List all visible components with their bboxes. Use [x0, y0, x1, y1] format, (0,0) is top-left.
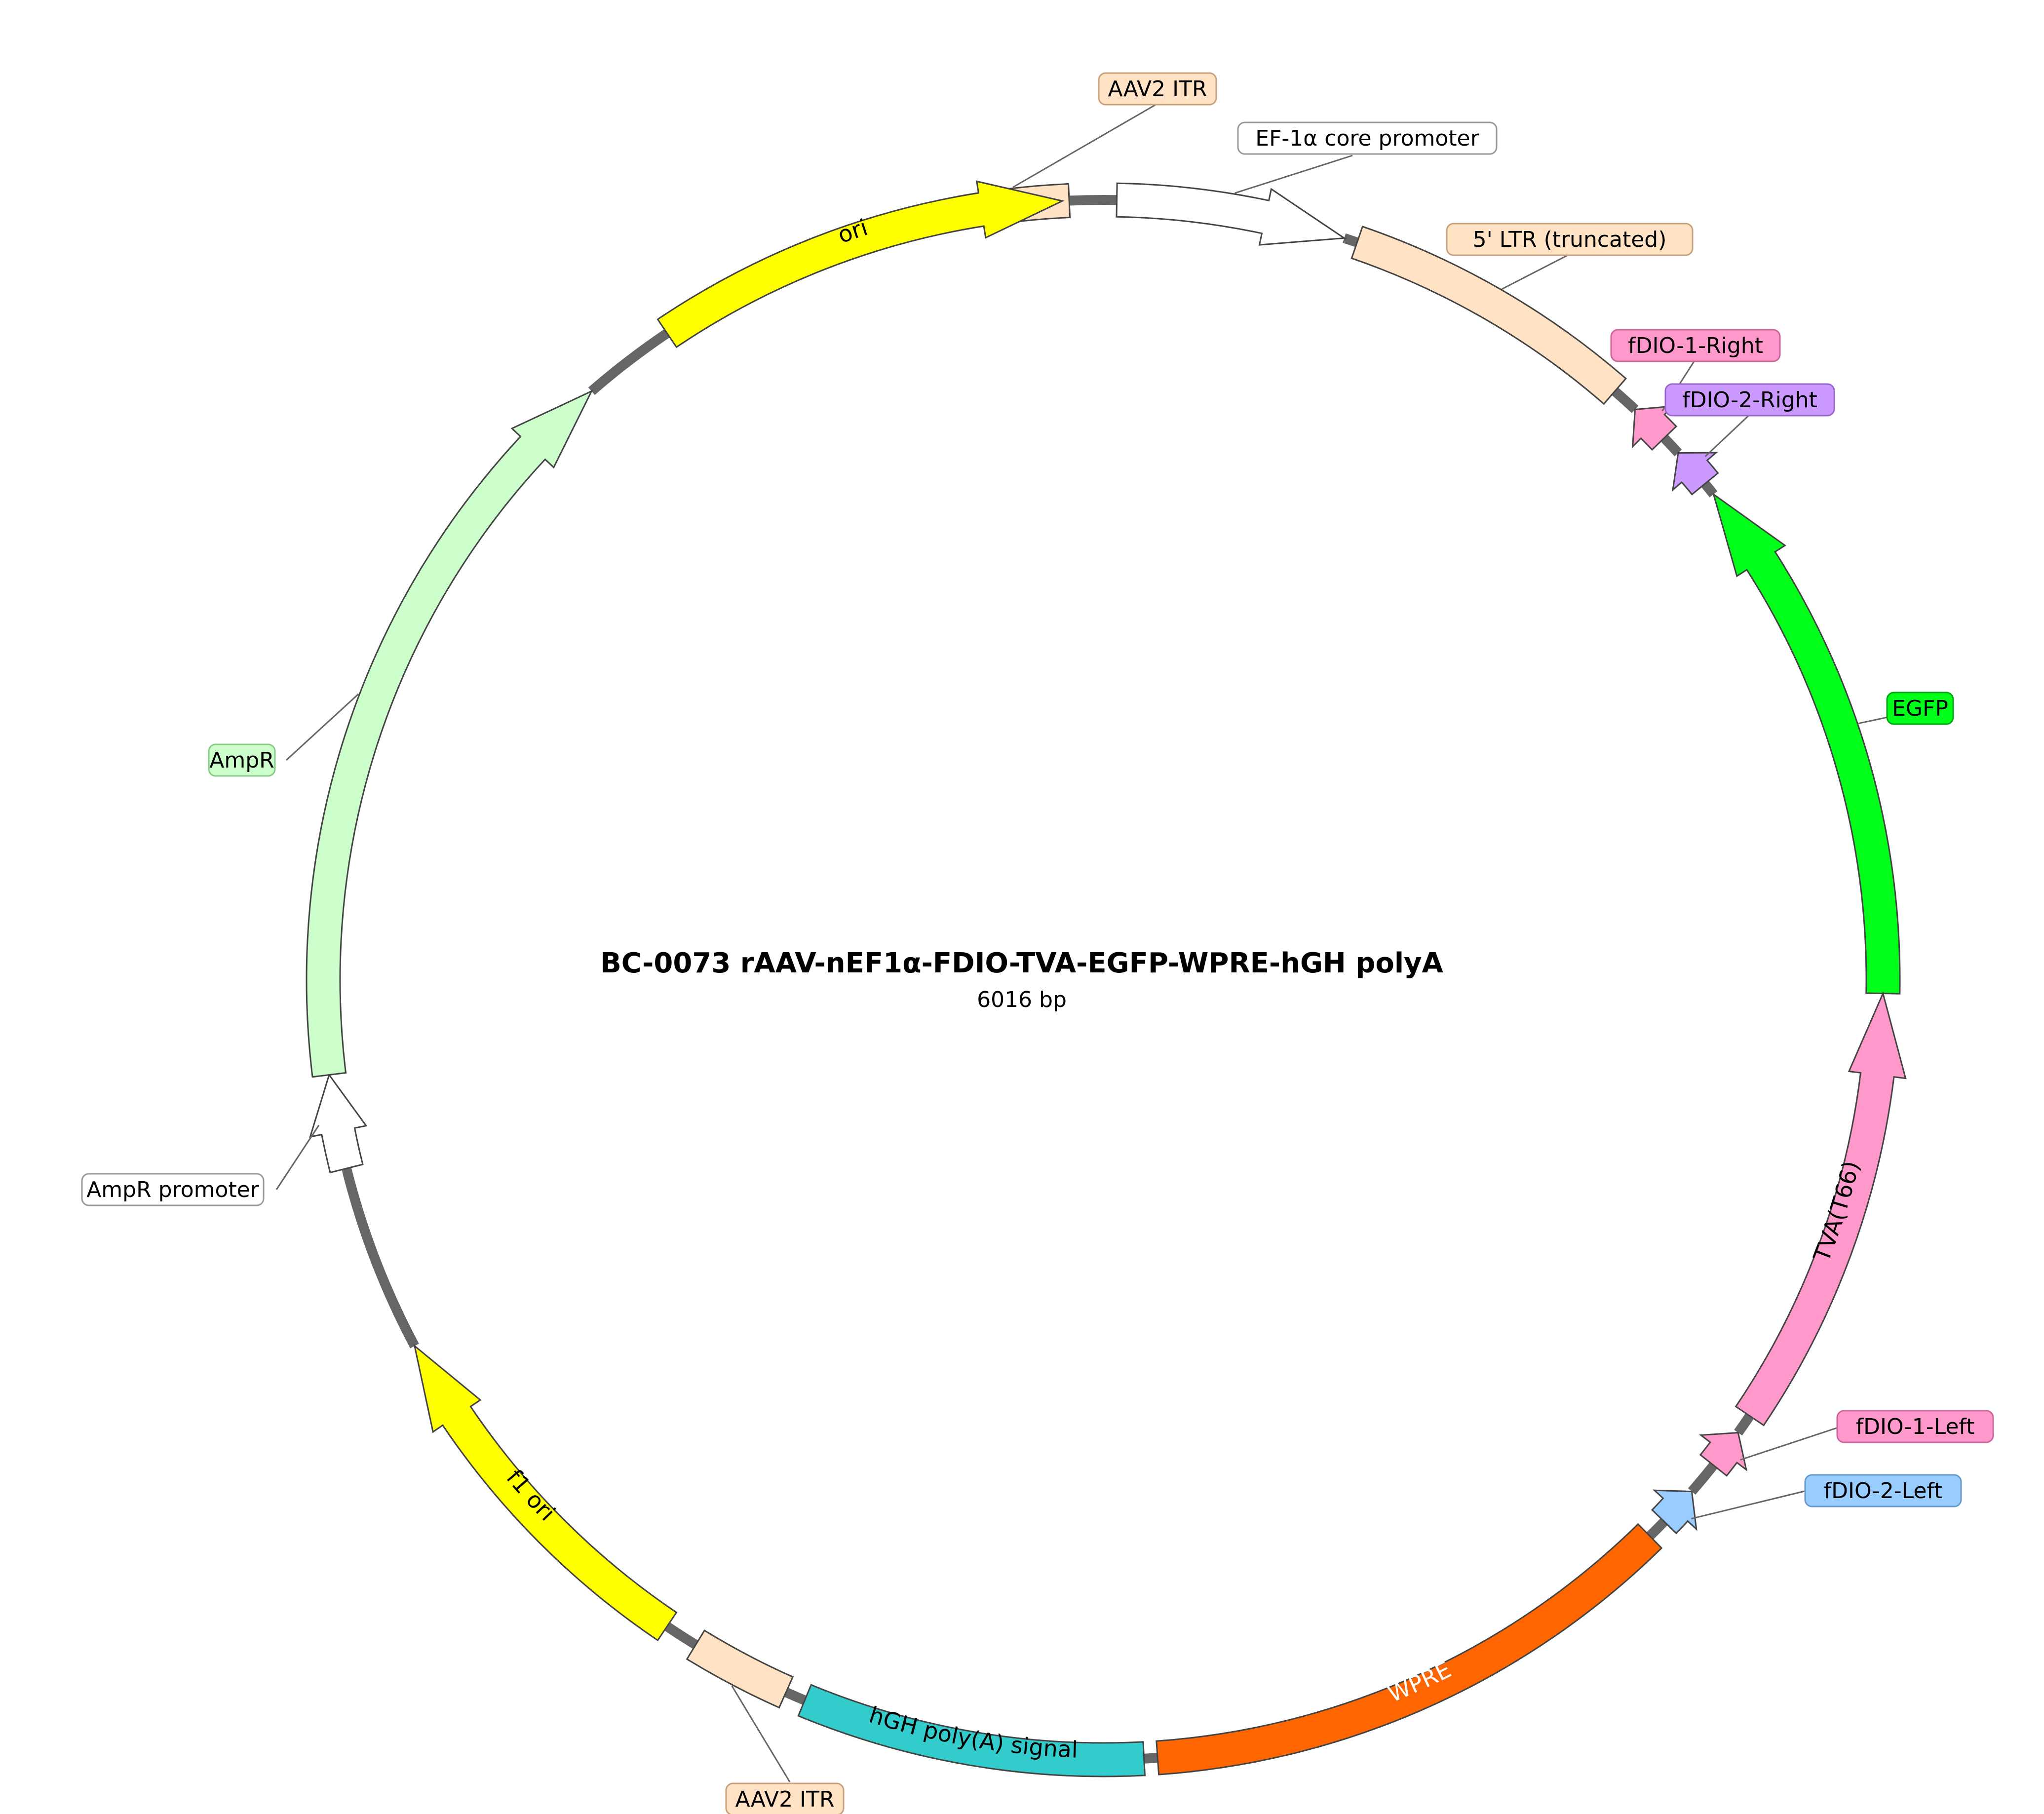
callout-box [1098, 72, 1217, 106]
callout-aav2-itr-top[interactable]: AAV2 ITR [1098, 72, 1217, 106]
callout-ampr-promoter[interactable]: AmpR promoter [81, 1173, 265, 1206]
callout-box [1446, 223, 1694, 256]
backbone-segment [342, 1167, 419, 1349]
callout-label: 5' LTR (truncated) [1473, 227, 1667, 252]
callout-fdio-1-right[interactable]: fDIO-1-Right [1610, 329, 1781, 362]
feature-fdio-1-left[interactable] [1698, 1431, 1748, 1477]
callout-label: AAV2 ITR [735, 1787, 834, 1812]
callout-leader [731, 1685, 791, 1782]
callout-egfp[interactable]: EGFP [1886, 692, 1954, 725]
callout-leader [1740, 1426, 1842, 1461]
callout-box [81, 1173, 265, 1206]
callout-leader [275, 1124, 320, 1190]
feature-tva-t66[interactable] [1735, 991, 1907, 1427]
callout-leader [285, 693, 359, 761]
callout-fdio-2-right[interactable]: fDIO-2-Right [1664, 383, 1835, 417]
callout-leader [1234, 154, 1353, 194]
callout-5-ltr-truncated[interactable]: 5' LTR (truncated) [1446, 223, 1694, 256]
feature-wpre[interactable] [1156, 1523, 1663, 1775]
callout-leader [1012, 103, 1158, 188]
feature-callouts: AAV2 ITR EF-1α core promoter 5' LTR (trunc… [81, 72, 1994, 1814]
callout-leader [1704, 411, 1753, 457]
callout-ampr[interactable]: AmpR [208, 743, 276, 777]
callout-box [1610, 329, 1781, 362]
backbone-segment [664, 1622, 698, 1649]
backbone-segment [1734, 1413, 1754, 1436]
feature-egfp[interactable] [1712, 492, 1901, 995]
backbone-segment [1660, 434, 1682, 457]
plasmid-size: 6016 bp [977, 987, 1067, 1012]
callout-label: EGFP [1892, 696, 1948, 721]
feature-5-ltr-truncated[interactable] [1350, 226, 1627, 405]
callout-aav2-itr-bottom[interactable]: AAV2 ITR [725, 1782, 845, 1814]
callout-label: EF-1α core promoter [1255, 126, 1479, 151]
feature-fdio-2-right[interactable] [1671, 452, 1719, 496]
callout-label: fDIO-1-Left [1856, 1414, 1975, 1439]
plasmid-title: BC-0073 rAAV-nEF1α-FDIO-TVA-EGFP-WPRE-hG… [600, 947, 1443, 979]
callout-ef1a-core-promoter[interactable]: EF-1α core promoter [1237, 121, 1498, 155]
callout-box [1886, 692, 1954, 725]
callout-leader [1502, 253, 1570, 290]
callout-fdio-1-left[interactable]: fDIO-1-Left [1836, 1410, 1994, 1443]
backbone-segment [588, 329, 670, 395]
callout-box [1237, 121, 1498, 155]
feature-ori[interactable] [656, 180, 1065, 348]
callout-box [1664, 383, 1835, 417]
backbone-segment [784, 1688, 807, 1705]
callout-label: AmpR promoter [86, 1177, 260, 1202]
backbone-segment [1688, 1462, 1718, 1495]
callout-box [725, 1782, 845, 1814]
feature-hgh-polya-signal[interactable] [797, 1684, 1146, 1777]
feature-fdio-2-left[interactable] [1651, 1489, 1697, 1535]
backbone-segment [1069, 194, 1117, 206]
callout-label: fDIO-2-Left [1824, 1478, 1943, 1504]
callout-fdio-2-left[interactable]: fDIO-2-Left [1804, 1474, 1962, 1507]
callout-leader [1691, 1490, 1807, 1520]
feature-fdio-1-right[interactable] [1631, 405, 1678, 451]
callout-label: fDIO-1-Right [1628, 333, 1763, 358]
callout-label: AmpR [209, 748, 274, 773]
feature-aav2-itr-bottom[interactable] [686, 1629, 794, 1709]
backbone-segment [1646, 1518, 1668, 1540]
callout-box [1836, 1410, 1994, 1443]
backbone-segment [1343, 233, 1359, 247]
feature-ampr[interactable] [306, 389, 593, 1078]
callout-box [1804, 1474, 1962, 1507]
backbone-segment [1612, 387, 1639, 413]
callout-label: AAV2 ITR [1108, 77, 1207, 102]
backbone-segment [1144, 1753, 1158, 1764]
callout-box [208, 743, 276, 777]
callout-label: fDIO-2-Right [1682, 387, 1817, 413]
backbone-segment [1701, 480, 1718, 498]
feature-ef1a-core-promoter[interactable] [1116, 182, 1347, 246]
feature-ampr-promoter[interactable] [309, 1073, 368, 1174]
feature-f1-ori[interactable] [413, 1344, 678, 1642]
